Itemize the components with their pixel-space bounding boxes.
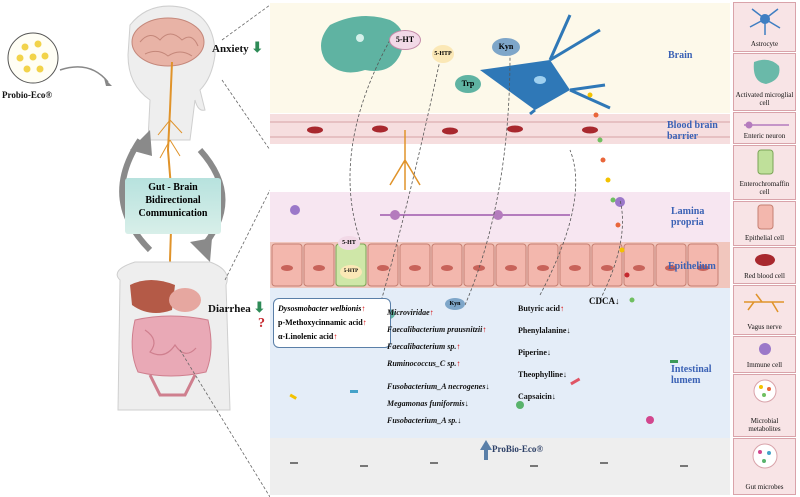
metabolite-dots <box>587 92 635 303</box>
stomach-organ <box>169 288 201 312</box>
lumen-floor <box>270 438 730 495</box>
left-metabolite-box: Dysosmobacter welbionis↑ p-Methoxycinnam… <box>273 298 391 348</box>
microbe-item-6: Fusobacterium_A sp.↓ <box>387 416 462 425</box>
microbe-item-5: Megamonas funiformis↓ <box>387 399 469 408</box>
legend-rbc: Red blood cell <box>733 247 796 284</box>
axis-label-line3: Communication <box>138 208 208 219</box>
gut-5htp-bubble: 5-HTP <box>340 265 362 279</box>
region-lamina-label: Lamina propria <box>671 206 705 228</box>
epithelial-icon <box>757 204 774 230</box>
legend-immune: Immune cell <box>733 336 796 373</box>
legend-astrocyte: Astrocyte <box>733 2 796 52</box>
rbc-icon <box>755 254 775 266</box>
region-bbb-label: Blood brain barrier <box>667 120 718 142</box>
gut-kyn-bubble: Kyn <box>445 298 465 310</box>
microglia-icon <box>753 59 780 84</box>
legend-microbes: Gut microbes <box>733 438 796 495</box>
gut-brain-axis-box: Gut - Brain Bidirectional Communication <box>125 178 221 234</box>
brain-organ <box>131 17 205 67</box>
brain-5htp-bubble: 5-HTP <box>432 45 454 63</box>
intake-arrow <box>59 66 109 83</box>
cdca-label: CDCA↓ <box>589 296 620 306</box>
microbe-item-1: Faecalibacterium prausnitzii↑ <box>387 325 487 334</box>
metabolite-item-1: Phenylalanine↓ <box>518 326 571 335</box>
metabolite-item-4: Capsaicin↓ <box>518 392 556 401</box>
gut-5ht-bubble: 5-HT <box>338 236 360 250</box>
metabolite-list: Butyric acid↑ Phenylalanine↓ Piperine↓ T… <box>518 298 570 408</box>
anxiety-down-arrow-icon: ⬇ <box>251 41 264 56</box>
axis-label-line1: Gut - Brain <box>148 182 198 193</box>
liver-organ <box>130 280 175 314</box>
gut-to-brain-arrow <box>119 138 153 253</box>
question-icon: ? <box>258 316 265 331</box>
left-box-item-1: p-Methoxycinnamic acid↑ <box>278 318 367 327</box>
immune-icon <box>759 343 771 355</box>
probiotic-label: Probio-Eco® <box>2 90 53 100</box>
anxiety-label: Anxiety ⬇ <box>212 41 264 56</box>
legend-vagus: Vagus nerve <box>733 285 796 335</box>
microbe-item-3: Ruminococcus_C sp.↑ <box>387 359 461 368</box>
left-anatomy-panel <box>7 4 270 497</box>
vagus-icon <box>744 293 784 313</box>
probio-input-arrow-icon <box>480 440 492 450</box>
probio-input-label: ProBio-Eco® <box>492 444 544 454</box>
region-brain-label: Brain <box>668 50 693 61</box>
region-lumen-label: Intestinal lumem <box>671 364 712 386</box>
microbe-item-0: Microviridae↑ <box>387 308 434 317</box>
metabolite-icon <box>753 379 777 403</box>
intestine-organ <box>131 315 212 377</box>
left-box-item-2: α-Linolenic acid↑ <box>278 332 338 341</box>
diarrhea-down-arrow-icon: ⬇ <box>253 301 266 316</box>
blood-brain-barrier-layer <box>270 114 730 144</box>
legend-panel: Astrocyte Activated microglial cell Ente… <box>733 2 798 495</box>
legend-enterochromaffin: Enterochromaffin cell <box>733 145 796 200</box>
legend-microglia: Activated microglial cell <box>733 53 796 111</box>
neuron-cell <box>480 14 611 116</box>
metabolite-item-3: Theophylline↓ <box>518 370 567 379</box>
immune-cell <box>290 197 625 215</box>
legend-neuron: Enteric neuron <box>733 112 796 144</box>
red-blood-cell <box>307 126 323 134</box>
brain-kyn-bubble: Kyn <box>492 38 520 56</box>
probiotic-plate-icon <box>7 32 59 84</box>
left-box-item-0: Dysosmobacter welbionis↑ <box>278 304 366 313</box>
tissue-panel <box>270 3 730 495</box>
microbes-icon <box>752 443 778 469</box>
metabolite-item-0: Butyric acid↑ <box>518 304 564 313</box>
diarrhea-label: Diarrhea ⬇ <box>208 301 266 316</box>
microbe-item-2: Faecalibacterium sp.↑ <box>387 342 461 351</box>
enterochromaffin-icon <box>757 149 774 175</box>
brain-5ht-bubble: 5-HT <box>389 30 421 50</box>
axis-label-line2: Bidirectional <box>145 195 201 206</box>
microbe-list: Microviridae↑ Faecalibacterium prausnitz… <box>387 308 489 433</box>
microbe-item-4: Fusobacterium_A necrogenes↓ <box>387 382 490 391</box>
astrocyte-icon <box>749 8 781 35</box>
legend-metabolites: Microbial metabolites <box>733 374 796 437</box>
gut-microbes <box>289 360 688 467</box>
vagus-nerve <box>389 130 421 190</box>
legend-epithelial: Epithelial cell <box>733 201 796 246</box>
brain-trp-bubble: Trp <box>455 75 481 93</box>
metabolite-item-2: Piperine↓ <box>518 348 551 357</box>
region-epithelium-label: Epithelium <box>668 261 716 272</box>
astrocyte-cell <box>321 16 404 73</box>
